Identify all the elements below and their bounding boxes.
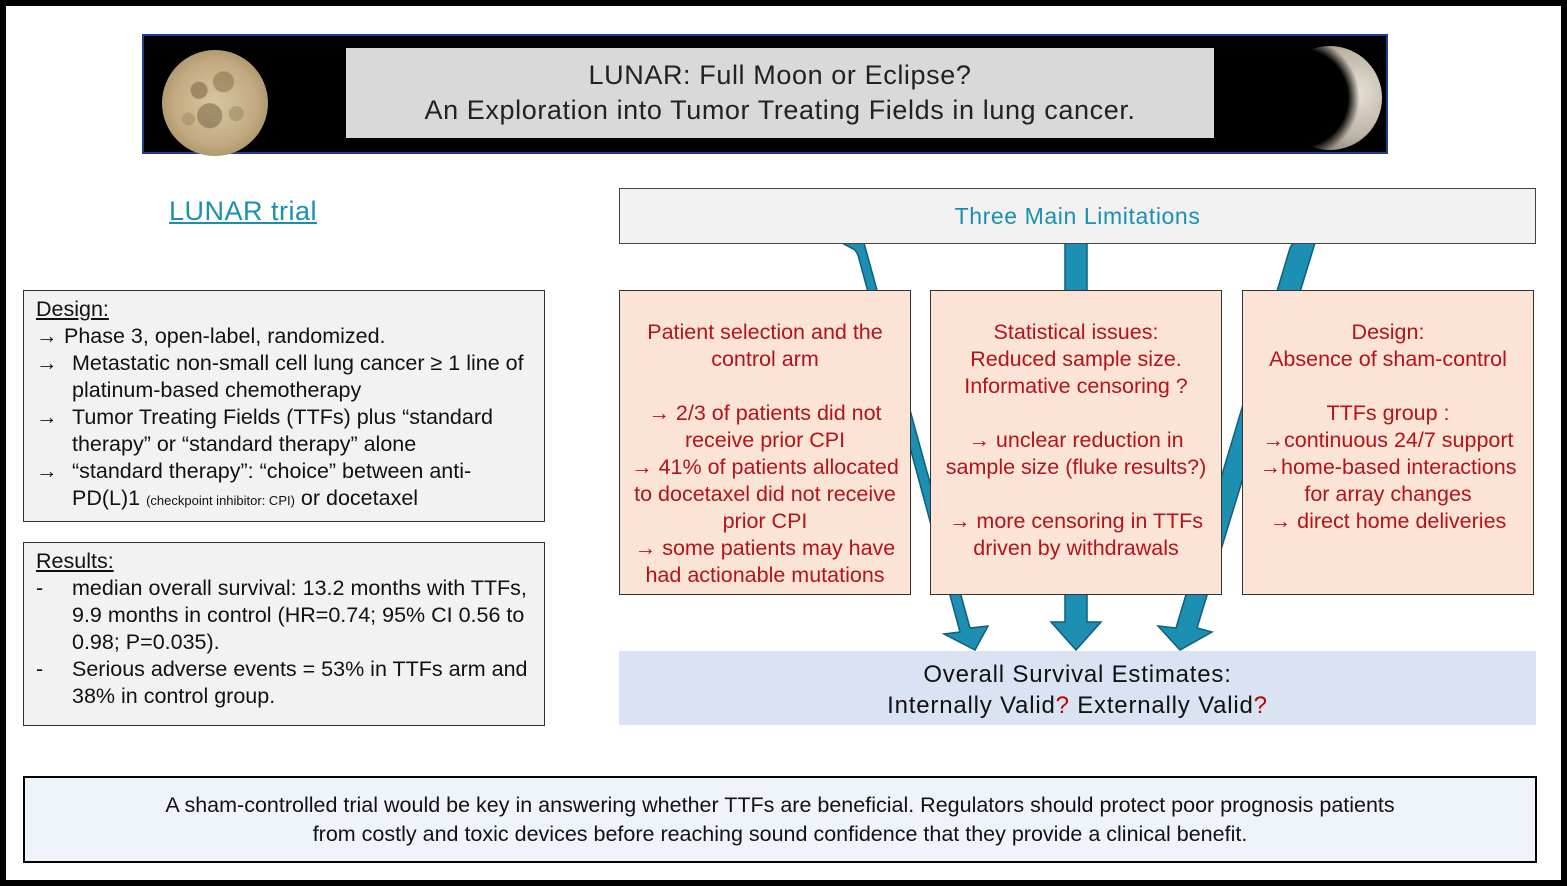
limitation-title: Statistical issues:: [993, 320, 1159, 344]
design-item: → Metastatic non-small cell lung cancer …: [36, 350, 534, 404]
design-item: → Phase 3, open-label, randomized.: [36, 323, 534, 350]
arrow-bullet: →: [36, 324, 58, 348]
limitation-title: control arm: [711, 347, 819, 371]
limitation-point: → 2/3 of patients did not receive prior …: [648, 401, 882, 452]
limitation-title: Absence of sham-control: [1269, 347, 1507, 371]
external-valid-label: Externally Valid: [1077, 692, 1254, 719]
conclusion-line-2: from costly and toxic devices before rea…: [312, 821, 1248, 846]
limitation-point: → direct home deliveries: [1269, 509, 1507, 533]
question-mark: ?: [1055, 692, 1070, 719]
limitation-title: Reduced sample size.: [970, 347, 1182, 371]
title-box: LUNAR: Full Moon or Eclipse? An Explorat…: [346, 48, 1214, 138]
results-heading: Results:: [36, 549, 114, 573]
limitation-point: → some patients may have had actionable …: [634, 536, 896, 587]
design-item-text: “standard therapy”: “choice” between ant…: [72, 458, 534, 514]
design-item-text: Metastatic non-small cell lung cancer ≥ …: [72, 351, 524, 402]
arrow-left: [841, 242, 990, 652]
conclusion-line-1: A sham-controlled trial would be key in …: [165, 792, 1395, 817]
arrow-bullet: →: [36, 459, 58, 483]
arrow-bullet: →: [36, 405, 58, 429]
design-item-text: Phase 3, open-label, randomized.: [64, 324, 386, 348]
full-moon-image: [162, 50, 268, 156]
results-box: Results: - median overall survival: 13.2…: [23, 542, 545, 726]
arrow-bullet: →: [36, 351, 58, 375]
design-item4-main: “standard therapy”: “choice” between ant…: [72, 459, 472, 510]
limitation-title: Design:: [1351, 320, 1425, 344]
title-line-2: An Exploration into Tumor Treating Field…: [424, 95, 1136, 125]
limitation-patient-selection: Patient selection and the control arm → …: [619, 290, 911, 595]
overall-validity: Internally Valid? Externally Valid?: [619, 690, 1536, 721]
design-heading: Design:: [36, 297, 109, 321]
limitation-design: Design: Absence of sham-control TTFs gro…: [1242, 290, 1534, 595]
limitation-point: → unclear reduction in sample size (fluk…: [945, 428, 1207, 479]
eclipse-moon-image: [1278, 46, 1382, 150]
internal-valid-label: Internally Valid: [887, 692, 1056, 719]
design-item-text: Tumor Treating Fields (TTFs) plus “stand…: [72, 405, 493, 456]
conclusion-box: A sham-controlled trial would be key in …: [23, 776, 1537, 863]
limitation-point: → more censoring in TTFs driven by withd…: [948, 509, 1204, 560]
design-item: → “standard therapy”: “choice” between a…: [36, 458, 534, 514]
limitation-statistical-issues: Statistical issues: Reduced sample size.…: [930, 290, 1222, 595]
results-item-text: median overall survival: 13.2 months wit…: [72, 576, 527, 654]
design-item: → Tumor Treating Fields (TTFs) plus “sta…: [36, 404, 534, 458]
results-item: - median overall survival: 13.2 months w…: [36, 575, 534, 656]
title-line-1: LUNAR: Full Moon or Eclipse?: [588, 60, 972, 90]
lunar-trial-link[interactable]: LUNAR trial: [169, 196, 318, 226]
limitation-point: →continuous 24/7 support: [1262, 428, 1514, 452]
title-banner: LUNAR: Full Moon or Eclipse? An Explorat…: [142, 34, 1388, 156]
design-item4-small: (checkpoint inhibitor: CPI): [146, 493, 295, 508]
limitation-title: Patient selection and the: [647, 320, 883, 344]
overall-survival-box: Overall Survival Estimates: Internally V…: [619, 651, 1536, 725]
dash-bullet: -: [36, 576, 44, 600]
results-item-text: Serious adverse events = 53% in TTFs arm…: [72, 657, 528, 708]
limitation-title: Informative censoring ?: [964, 374, 1188, 398]
question-mark: ?: [1253, 692, 1268, 719]
overall-title: Overall Survival Estimates:: [923, 661, 1232, 688]
design-item4-tail: or docetaxel: [300, 486, 419, 510]
limitation-point: →home-based interactions for array chang…: [1259, 455, 1517, 506]
dash-bullet: -: [36, 657, 44, 681]
limitation-group-label: TTFs group :: [1326, 401, 1450, 425]
results-item: - Serious adverse events = 53% in TTFs a…: [36, 656, 534, 710]
three-limitations-header: Three Main Limitations: [619, 188, 1536, 244]
limitation-point: → 41% of patients allocated to docetaxel…: [631, 455, 899, 533]
design-box: Design: → Phase 3, open-label, randomize…: [23, 290, 545, 522]
